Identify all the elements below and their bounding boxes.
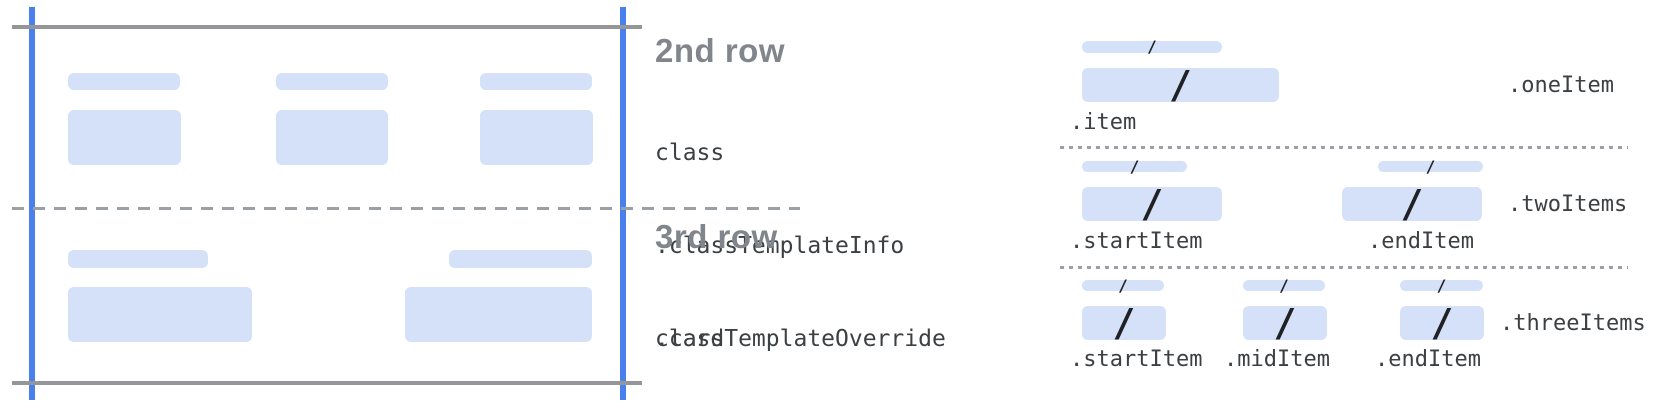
card-left-edge-guide: [29, 7, 35, 400]
row3-col2-label-bar: [449, 250, 592, 268]
card-bottom-edge-guide: [12, 381, 642, 385]
code-line: class: [655, 326, 725, 352]
code-line: .classTemplateInfo: [655, 233, 905, 259]
card-right-edge-guide: [620, 7, 626, 400]
row3-code-path: class .classTemplateInfo .cardTemplateOv…: [655, 262, 987, 412]
threeitems-miditem-value-bar: /: [1243, 304, 1327, 342]
row2-col3-value-bar: [480, 110, 593, 165]
row3-col1-value-bar: [68, 287, 252, 342]
row3-col2-value-bar: [405, 287, 592, 342]
row2-col2-value-bar: [276, 110, 388, 165]
threeitems-enditem-label-bar: /: [1400, 277, 1483, 293]
twoitems-startitem-value-bar: /: [1082, 185, 1222, 223]
oneitem-layout-label: .oneItem: [1508, 73, 1614, 98]
layout-divider-dotted-line: [1060, 266, 1628, 269]
row3-col1-label-bar: [68, 250, 208, 268]
card-top-edge-guide: [12, 25, 642, 29]
threeitems-enditem-value-bar: /: [1400, 304, 1484, 342]
code-line: .cardTemplateOverride: [655, 326, 946, 352]
row2-code-path: class .classTemplateInfo .cardTemplateOv…: [655, 76, 987, 412]
twoitems-startitem-label: .startItem: [1070, 229, 1203, 254]
twoitems-layout-label: .twoItems: [1508, 192, 1628, 217]
row-divider-dashed-line: [12, 207, 800, 210]
layout-divider-dotted-line: [1060, 146, 1628, 149]
row2-col1-label-bar: [68, 73, 180, 90]
threeitems-miditem-label: .midItem: [1224, 347, 1330, 372]
oneitem-item-label: .item: [1070, 110, 1137, 135]
threeitems-enditem-label: .endItem: [1375, 347, 1481, 372]
twoitems-startitem-label-bar: /: [1082, 158, 1187, 174]
twoitems-enditem-label-bar: /: [1378, 158, 1483, 174]
threeitems-startitem-value-bar: /: [1082, 304, 1166, 342]
threeitems-startitem-label: .startItem: [1070, 347, 1203, 372]
threeitems-layout-label: .threeItems: [1500, 311, 1646, 336]
row2-col1-value-bar: [68, 110, 181, 165]
oneitem-item-value-bar: /: [1082, 66, 1279, 104]
twoitems-enditem-value-bar: /: [1342, 185, 1482, 223]
twoitems-enditem-label: .endItem: [1368, 229, 1474, 254]
code-line: class: [655, 140, 725, 166]
threeitems-startitem-label-bar: /: [1082, 277, 1164, 293]
threeitems-miditem-label-bar: /: [1243, 277, 1325, 293]
row2-heading: 2nd row: [655, 32, 786, 69]
row2-col3-label-bar: [480, 73, 592, 90]
row3-heading: 3rd row: [655, 218, 778, 255]
oneitem-item-label-bar: /: [1082, 39, 1222, 55]
row2-col2-label-bar: [276, 73, 388, 90]
